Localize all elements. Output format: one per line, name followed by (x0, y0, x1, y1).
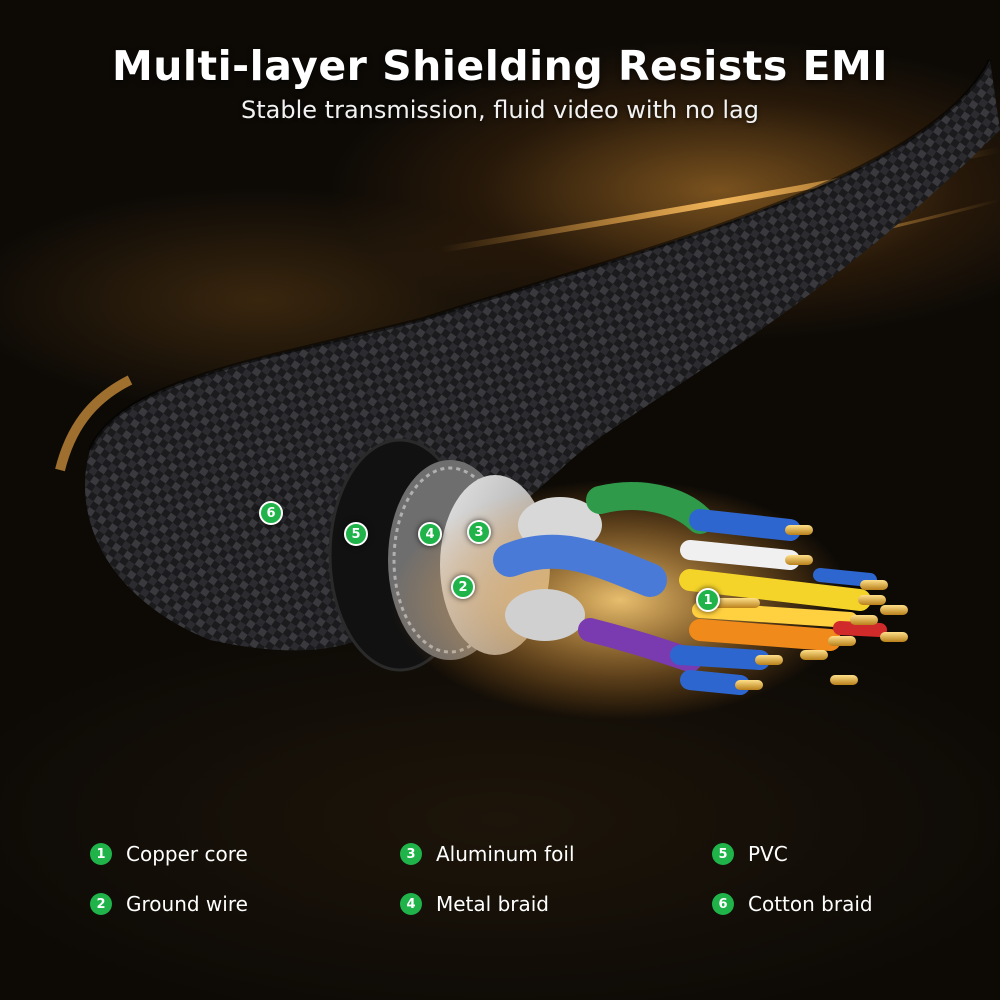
legend-number: 5 (712, 843, 734, 865)
callout-cotton-braid: 6 (259, 501, 283, 525)
legend-number: 2 (90, 893, 112, 915)
legend-number: 3 (400, 843, 422, 865)
legend-label: Copper core (126, 842, 248, 866)
legend-item-ground-wire: 2 Ground wire (90, 892, 248, 916)
callout-copper-core: 1 (696, 588, 720, 612)
wire-blue (493, 534, 667, 597)
legend-item-pvc: 5 PVC (712, 842, 788, 866)
legend-item-cotton-braid: 6 Cotton braid (712, 892, 873, 916)
foil-wire-bundle (505, 589, 585, 641)
legend-number: 1 (90, 843, 112, 865)
callout-ground-wire: 2 (451, 575, 475, 599)
legend-label: PVC (748, 842, 788, 866)
callout-pvc: 5 (344, 522, 368, 546)
legend-number: 6 (712, 893, 734, 915)
legend-item-metal-braid: 4 Metal braid (400, 892, 549, 916)
callout-aluminum-foil: 3 (467, 520, 491, 544)
subheadline: Stable transmission, fluid video with no… (241, 96, 759, 124)
callout-metal-braid: 4 (418, 522, 442, 546)
legend-item-aluminum-foil: 3 Aluminum foil (400, 842, 575, 866)
legend-label: Cotton braid (748, 892, 873, 916)
headline: Multi-layer Shielding Resists EMI (111, 42, 889, 90)
legend-label: Aluminum foil (436, 842, 575, 866)
legend-label: Metal braid (436, 892, 549, 916)
light-streak (55, 375, 133, 472)
legend-number: 4 (400, 893, 422, 915)
legend-label: Ground wire (126, 892, 248, 916)
legend-item-copper-core: 1 Copper core (90, 842, 248, 866)
conductor-group (670, 509, 887, 695)
